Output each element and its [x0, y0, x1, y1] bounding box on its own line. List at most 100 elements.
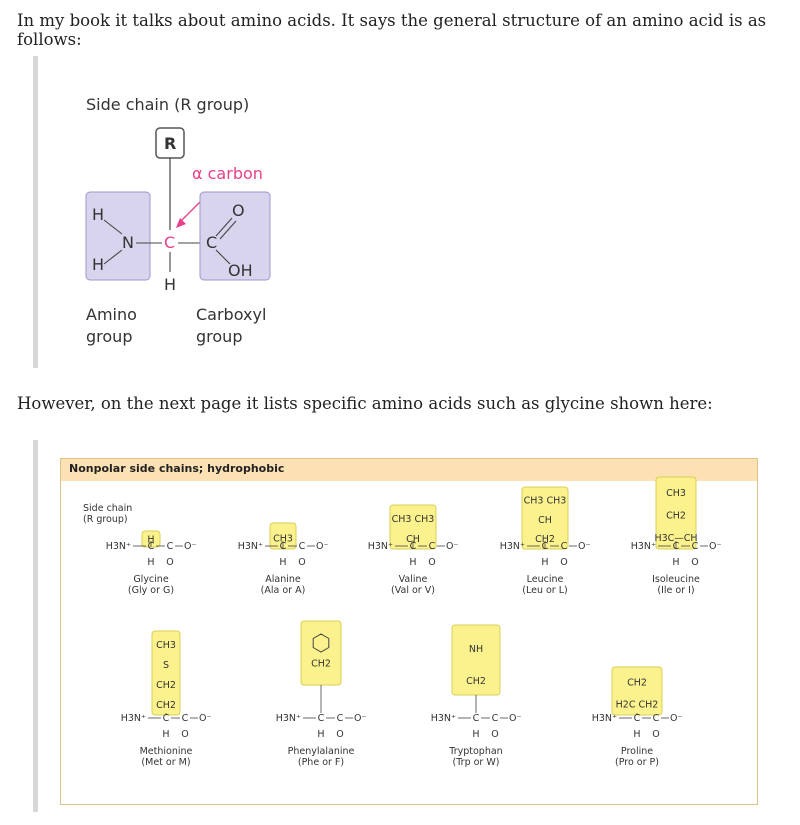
side-chain-caption: Side chain (R group)	[83, 503, 143, 525]
amino-acid-panel: Nonpolar side chains; hydrophobic Side c…	[60, 458, 758, 805]
backbone-carboxyl-c: C	[337, 713, 344, 724]
side-chain-text: CH2	[535, 534, 555, 545]
amino-acid-name: Alanine(Ala or A)	[218, 574, 348, 596]
side-chain-text: CH2	[627, 678, 647, 689]
backbone-h: H	[317, 729, 324, 740]
backbone-o: O	[166, 557, 173, 568]
backbone-alpha-c: C	[410, 541, 417, 552]
amino-acid-full-name: Leucine	[526, 574, 564, 585]
panel-header: Nonpolar side chains; hydrophobic	[61, 459, 757, 481]
amino-acid-full-name: Phenylalanine	[287, 746, 355, 757]
amino-acid-abbreviation: (Leu or L)	[522, 584, 568, 596]
backbone-o-minus: O⁻	[709, 541, 722, 552]
backbone-h: H	[409, 557, 416, 568]
backbone-h: H	[147, 557, 154, 568]
side-chain-text: H3C—CH	[654, 533, 697, 544]
backbone-h: H	[472, 729, 479, 740]
backbone-o-minus: O⁻	[670, 713, 683, 724]
amino-acid-name: Proline(Pro or P)	[572, 746, 702, 768]
backbone-h: H	[633, 729, 640, 740]
backbone-o-minus: O⁻	[199, 713, 212, 724]
backbone-o: O	[652, 729, 659, 740]
backbone-carboxyl-c: C	[167, 541, 174, 552]
mid-text: However, on the next page it lists speci…	[17, 394, 713, 413]
carboxyl-label-2: group	[196, 327, 242, 346]
amino-acid-abbreviation: (Met or M)	[141, 756, 191, 768]
backbone-alpha-c: C	[163, 713, 170, 724]
backbone-o: O	[181, 729, 188, 740]
backbone-o: O	[336, 729, 343, 740]
amino-acid-full-name: Glycine	[133, 574, 169, 585]
side-chain-text: CH3	[666, 488, 686, 499]
side-chain-text: CH	[538, 515, 552, 526]
blockquote-bar-2	[33, 440, 38, 812]
backbone-carboxyl-c: C	[561, 541, 568, 552]
intro-text: In my book it talks about amino acids. I…	[17, 11, 767, 49]
amino-acid-full-name: Methionine	[139, 746, 193, 757]
backbone-o-minus: O⁻	[578, 541, 591, 552]
amino-acid-abbreviation: (Phe or F)	[297, 756, 345, 768]
side-chain-text: CH3 CH3	[392, 514, 435, 525]
amino-acid-name: Phenylalanine(Phe or F)	[256, 746, 386, 768]
amino-acid-abbreviation: (Pro or P)	[615, 756, 659, 768]
amino-group-box	[85, 191, 151, 281]
backbone-alpha-c: C	[318, 713, 325, 724]
amino-acid-full-name: Alanine	[265, 574, 301, 585]
r-symbol: R	[164, 134, 176, 153]
carboxyl-label-1: Carboxyl	[196, 305, 266, 324]
amino-acid-abbreviation: (Val or V)	[391, 584, 435, 596]
backbone-carboxyl-c: C	[653, 713, 660, 724]
amino-acid-abbreviation: (Trp or W)	[452, 756, 500, 768]
amino-acid-abbreviation: (Ala or A)	[260, 584, 306, 596]
panel-header-text: Nonpolar side chains; hydrophobic	[69, 462, 285, 475]
backbone-amine: H3N⁺	[631, 541, 656, 552]
side-chain-text: CH2	[311, 658, 331, 669]
alpha-c: C	[164, 233, 175, 252]
side-chain-text: CH3	[156, 640, 176, 651]
amino-n: N	[122, 233, 134, 252]
amino-acid-full-name: Proline	[620, 746, 654, 757]
side-chain-text: NH	[469, 644, 483, 655]
backbone-alpha-c: C	[280, 541, 287, 552]
backbone-h: H	[279, 557, 286, 568]
backbone-o: O	[560, 557, 567, 568]
backbone-o-minus: O⁻	[509, 713, 522, 724]
amino-acid-name: Valine(Val or V)	[348, 574, 478, 596]
backbone-carboxyl-c: C	[182, 713, 189, 724]
backbone-o: O	[691, 557, 698, 568]
amino-acid-name: Isoleucine(Ile or I)	[611, 574, 741, 596]
backbone-amine: H3N⁺	[121, 713, 146, 724]
backbone-alpha-c: C	[634, 713, 641, 724]
amino-h-bottom: H	[92, 255, 104, 274]
amino-acid-full-name: Valine	[398, 574, 428, 585]
side-chain-text: CH2	[156, 680, 176, 691]
backbone-amine: H3N⁺	[368, 541, 393, 552]
backbone-h: H	[541, 557, 548, 568]
amino-acid-name: Glycine(Gly or G)	[86, 574, 216, 596]
side-chain-text: CH2	[666, 511, 686, 522]
amino-acid-abbreviation: (Ile or I)	[657, 584, 695, 596]
backbone-amine: H3N⁺	[106, 541, 131, 552]
amino-acid-name: Leucine(Leu or L)	[480, 574, 610, 596]
backbone-o-minus: O⁻	[184, 541, 197, 552]
side-chain-label: Side chain (R group)	[86, 95, 249, 114]
side-chain-text: CH3	[273, 533, 293, 544]
backbone-amine: H3N⁺	[500, 541, 525, 552]
backbone-carboxyl-c: C	[692, 541, 699, 552]
amino-acid-full-name: Tryptophan	[449, 746, 503, 757]
side-chain-text: CH	[406, 534, 420, 545]
backbone-alpha-c: C	[673, 541, 680, 552]
side-chain-caption-1: Side chain	[83, 503, 133, 514]
